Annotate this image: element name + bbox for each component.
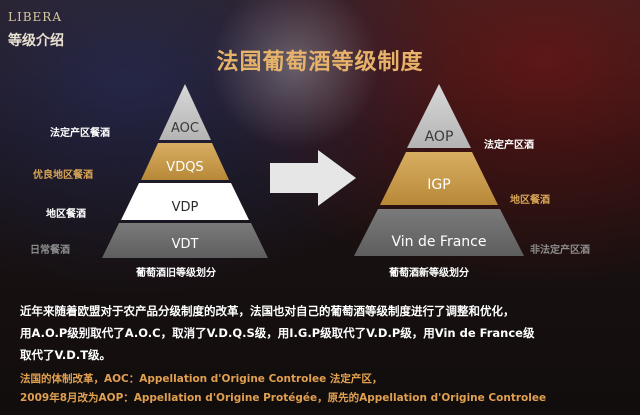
old-caption: 葡萄酒旧等级划分 xyxy=(136,268,216,279)
explanation-paragraph: 近年来随着欧盟对于农产品分级制度的改革，法国也对自己的葡萄酒等级制度进行了调整和… xyxy=(20,300,635,366)
old-code-vdp: VDP xyxy=(172,200,199,215)
new-code-igp: IGP xyxy=(427,177,450,193)
flag-glow xyxy=(210,0,380,150)
right-arrow-icon xyxy=(270,150,356,206)
main-title: 法国葡萄酒等级制度 xyxy=(216,50,424,75)
new-label-igp: 地区餐酒 xyxy=(510,195,550,206)
new-label-vdf: 非法定产区酒 xyxy=(530,245,590,256)
old-tier-vdp xyxy=(121,183,249,220)
new-tier-vdf xyxy=(354,209,524,256)
paragraph-line: 用A.O.P级别取代了A.O.C，取消了V.D.Q.S级，用I.G.P级取代了V… xyxy=(20,326,535,340)
old-label-vdt: 日常餐酒 xyxy=(30,245,70,256)
old-code-vdqs: VDQS xyxy=(166,160,203,175)
note-aoc: 法国的体制改革，AOC：Appellation d'Origine Contro… xyxy=(20,373,383,385)
paragraph-line: 取代了V.D.T级。 xyxy=(20,348,112,362)
new-tier-aop xyxy=(407,84,471,148)
brand-logo: LIBERA xyxy=(8,10,62,24)
old-label-vdp: 地区餐酒 xyxy=(46,209,86,220)
note-aop: 2009年8月改为AOP：Appellation d'Origine Proté… xyxy=(20,392,547,404)
new-caption: 葡萄酒新等级划分 xyxy=(389,268,469,279)
paragraph-line: 近年来随着欧盟对于农产品分级制度的改革，法国也对自己的葡萄酒等级制度进行了调整和… xyxy=(20,304,515,318)
old-label-vdqs: 优良地区餐酒 xyxy=(33,170,93,181)
old-tier-vdt xyxy=(102,223,268,258)
new-label-aop: 法定产区酒 xyxy=(484,140,534,151)
new-code-aop: AOP xyxy=(425,129,454,145)
section-title: 等级介绍 xyxy=(8,33,64,49)
old-tier-vdqs xyxy=(141,143,229,180)
new-tier-igp xyxy=(380,152,498,205)
old-code-aoc: AOC xyxy=(171,121,199,136)
old-tier-aoc xyxy=(159,84,211,140)
old-label-aoc: 法定产区餐酒 xyxy=(50,128,110,139)
new-code-vdf: Vin de France xyxy=(392,234,487,250)
old-code-vdt: VDT xyxy=(172,237,199,252)
